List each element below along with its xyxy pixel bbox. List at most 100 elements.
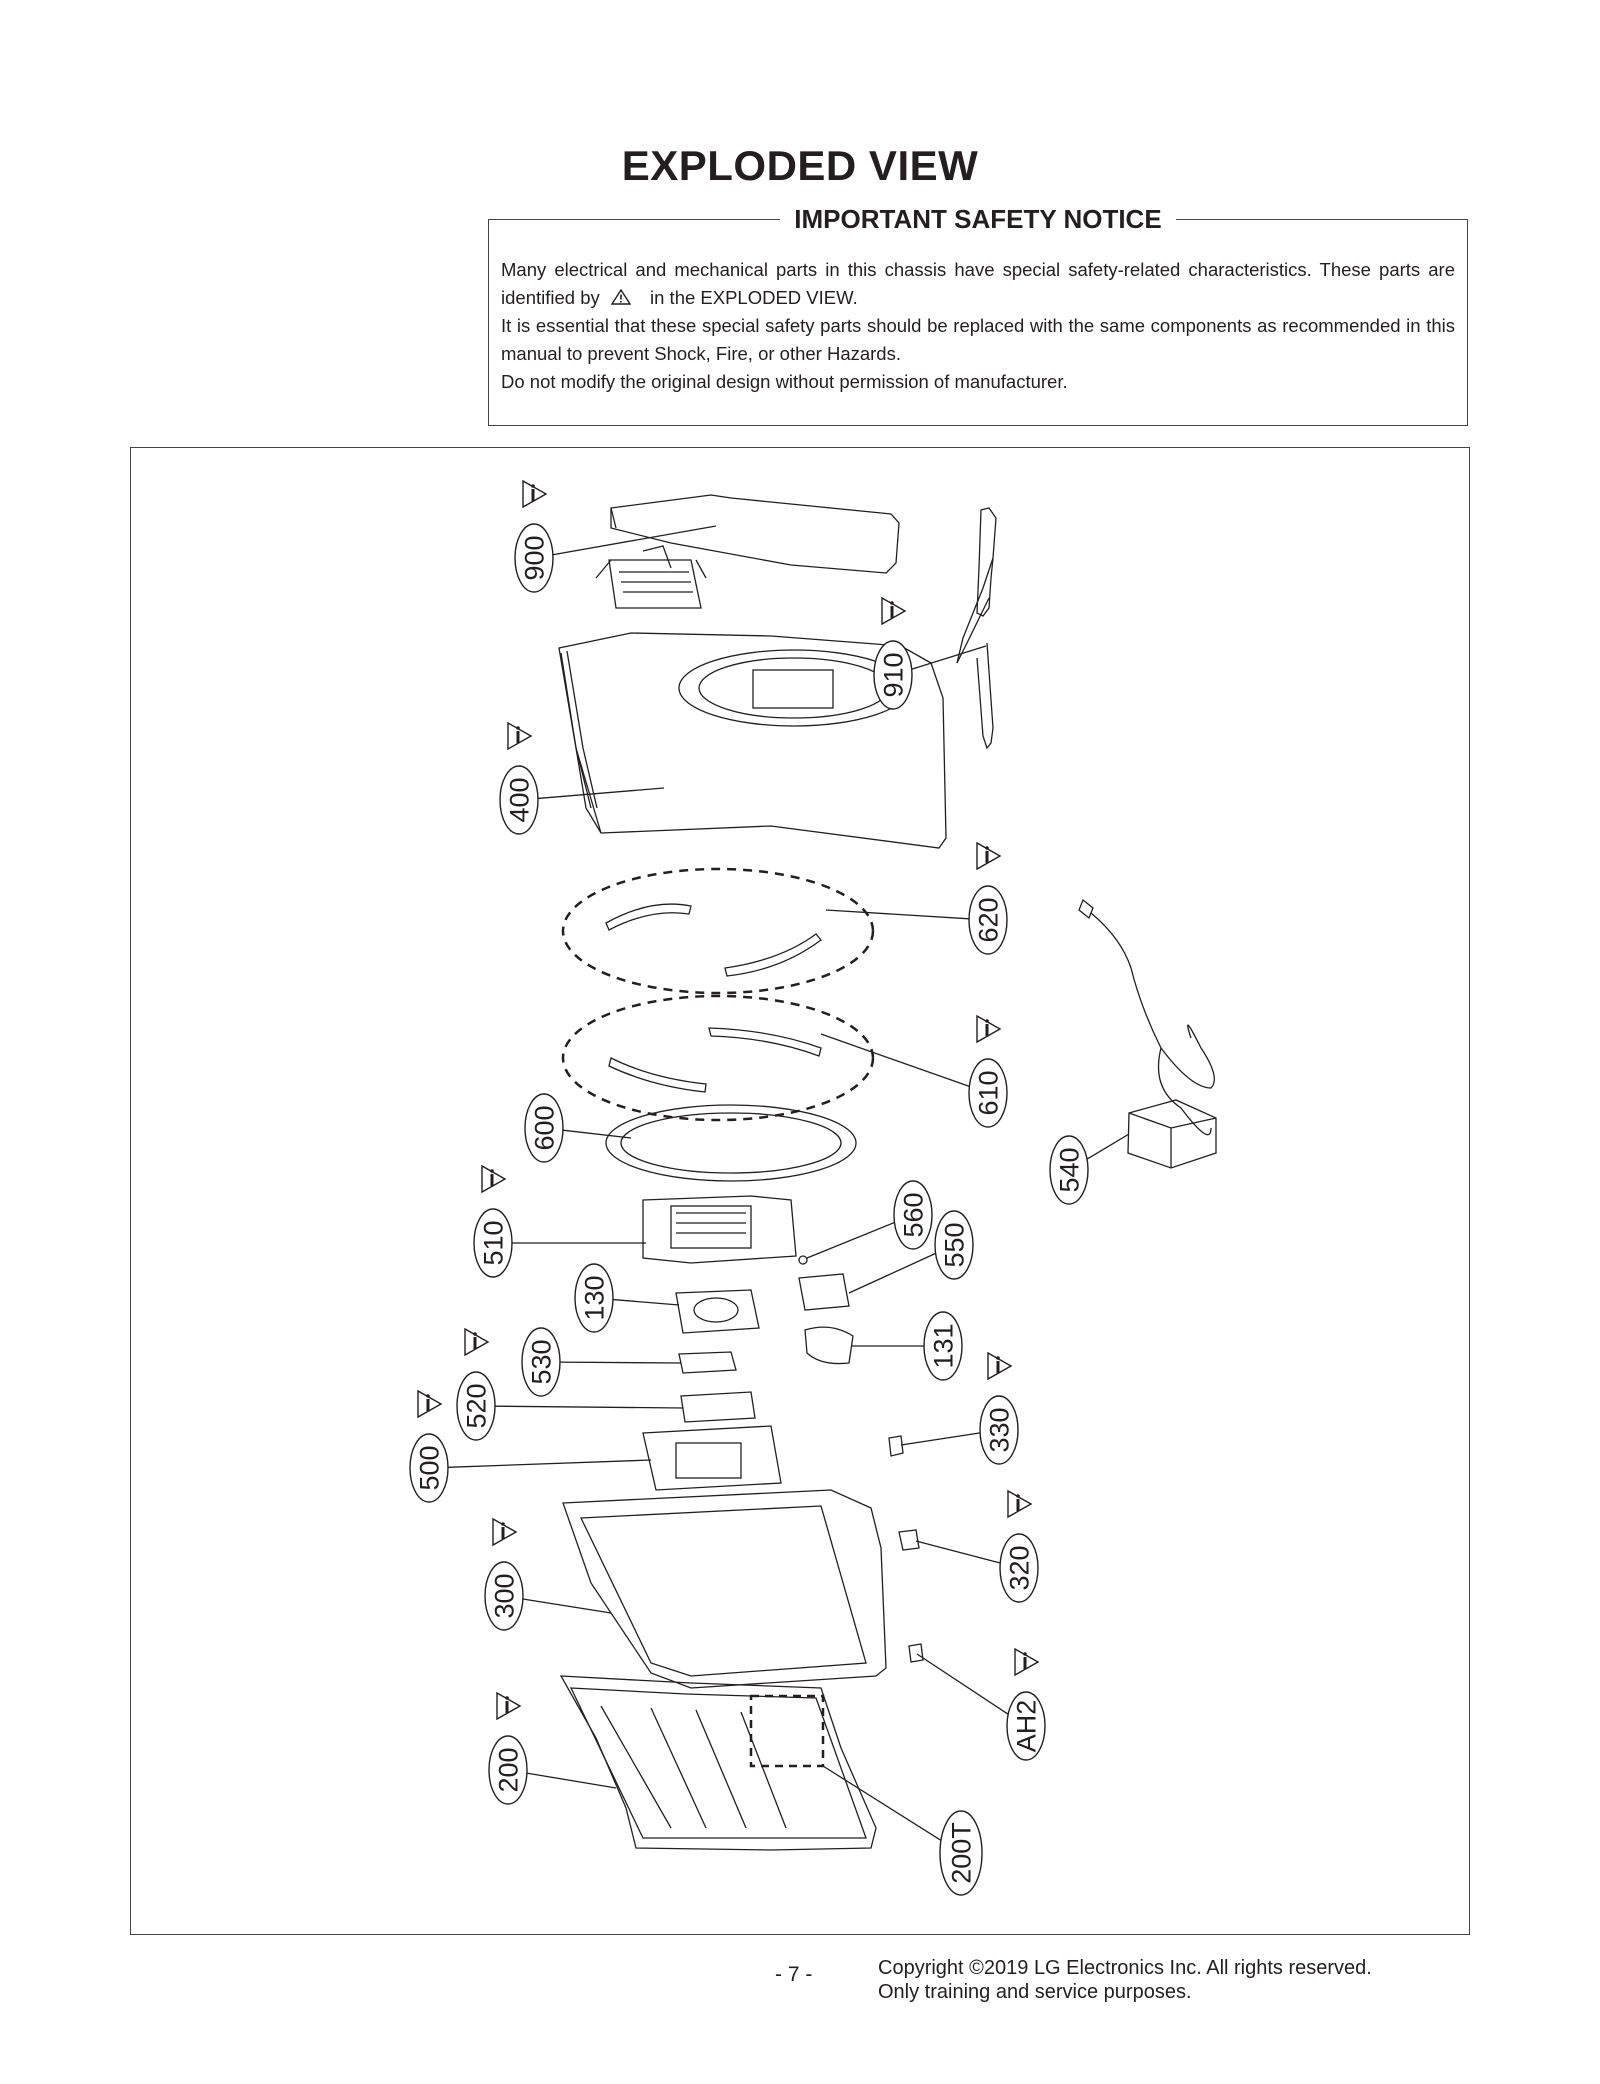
callout-oval	[521, 1327, 561, 1397]
leader-line-600	[562, 1129, 632, 1139]
callout-540: 540	[1049, 1135, 1089, 1205]
warning-triangle-icon	[492, 1517, 518, 1547]
page-title: EXPLODED VIEW	[621, 142, 979, 189]
callout-oval	[923, 1311, 963, 1381]
leader-line-910	[910, 645, 987, 670]
callout-label: 610	[974, 1070, 1004, 1115]
callout-oval	[939, 1810, 983, 1896]
warning-triangle-icon	[1014, 1647, 1040, 1677]
ring-610-dashed	[561, 994, 875, 1122]
callout-900: 900	[514, 479, 554, 593]
callout-510: 510	[473, 1164, 513, 1278]
safety-notice-body: Many electrical and mechanical parts in …	[501, 256, 1455, 396]
page-number: - 7 -	[775, 1963, 813, 1986]
callout-620: 620	[968, 841, 1008, 955]
exploded-view-drawing: 9009104006206106005405105605501301315305…	[409, 479, 1217, 1896]
callout-oval	[409, 1433, 449, 1503]
part-330	[888, 1435, 904, 1457]
board-530-part	[678, 1351, 737, 1374]
callout-label: 550	[940, 1222, 970, 1267]
callout-label: AH2	[1012, 1700, 1042, 1753]
callout-label: 910	[879, 652, 909, 697]
callout-label: 130	[580, 1275, 610, 1320]
leader-line-520	[494, 1405, 684, 1409]
callout-530: 530	[521, 1327, 561, 1397]
warning-triangle-icon	[417, 1389, 443, 1419]
warning-triangle-icon	[464, 1327, 490, 1357]
safety-notice-heading-text: IMPORTANT SAFETY NOTICE	[780, 204, 1176, 234]
part-320	[898, 1529, 920, 1551]
callout-oval	[979, 1395, 1019, 1465]
callout-400: 400	[499, 721, 539, 835]
warning-triangle-icon	[976, 841, 1002, 871]
callout-oval	[514, 523, 554, 593]
leader-line-560	[806, 1221, 896, 1259]
stand-base-part	[595, 494, 900, 609]
stand-arm-part	[956, 507, 997, 750]
leader-line-620	[825, 909, 970, 920]
notice-paragraph-1: Many electrical and mechanical parts in …	[501, 256, 1455, 312]
warning-triangle-icon	[610, 289, 631, 305]
leader-line-300	[522, 1598, 612, 1614]
callout-200: 200	[488, 1691, 528, 1805]
callout-label: 600	[530, 1105, 560, 1150]
copyright-block: Copyright ©2019 LG Electronics Inc. All …	[878, 1956, 1372, 2004]
board-520-part	[680, 1391, 756, 1423]
callout-200t: 200T	[939, 1810, 983, 1896]
callout-label: 400	[505, 777, 535, 822]
callout-label: 510	[479, 1220, 509, 1265]
callout-500: 500	[409, 1389, 449, 1503]
callout-label: 530	[527, 1339, 557, 1384]
callout-oval	[574, 1263, 614, 1333]
notice-line-2: It is essential that these special safet…	[501, 315, 1455, 364]
callout-610: 610	[968, 1014, 1008, 1128]
part-ah2	[908, 1643, 924, 1663]
callout-label: 560	[899, 1192, 929, 1237]
callout-330: 330	[979, 1351, 1019, 1465]
safety-notice-heading: IMPORTANT SAFETY NOTICE	[489, 204, 1467, 235]
warning-triangle-icon	[481, 1164, 507, 1194]
leader-line-330	[900, 1432, 981, 1446]
callout-label: 300	[490, 1573, 520, 1618]
callout-oval	[456, 1371, 496, 1441]
leader-line-200t	[822, 1765, 944, 1843]
callout-label: 200	[494, 1747, 524, 1792]
callout-label: 900	[520, 535, 550, 580]
callout-ah2: AH2	[1006, 1647, 1046, 1761]
callout-oval	[968, 885, 1008, 955]
power-adapter-part	[1078, 898, 1217, 1169]
callout-oval	[999, 1533, 1039, 1603]
callout-520: 520	[456, 1327, 496, 1441]
callout-oval	[1006, 1691, 1046, 1761]
warning-triangle-icon	[507, 721, 533, 751]
callout-label: 540	[1055, 1147, 1085, 1192]
callout-oval	[499, 765, 539, 835]
callout-oval	[968, 1058, 1008, 1128]
leader-line-550	[848, 1252, 937, 1294]
part-131	[804, 1326, 854, 1365]
callout-label: 520	[462, 1383, 492, 1428]
ring-620-dashed	[561, 867, 875, 995]
display-panel-part	[559, 1675, 877, 1851]
leader-line-540	[1084, 1133, 1130, 1161]
middle-cabinet-part	[562, 1489, 887, 1689]
callout-oval	[1049, 1135, 1089, 1205]
leader-line-900	[552, 525, 717, 556]
leader-line-ah2	[916, 1653, 1011, 1717]
callout-label: 620	[974, 897, 1004, 942]
callout-910: 910	[873, 596, 913, 710]
callout-oval	[873, 640, 913, 710]
callout-label: 500	[415, 1445, 445, 1490]
notice-line-1a: Many electrical and mechanical parts in …	[501, 259, 1455, 308]
fan-part	[675, 1289, 760, 1334]
callout-label: 320	[1005, 1545, 1035, 1590]
callout-300: 300	[484, 1517, 524, 1631]
leader-line-400	[537, 787, 665, 800]
callout-label: 330	[985, 1407, 1015, 1452]
bracket-550-part	[798, 1273, 850, 1311]
warning-triangle-icon	[496, 1691, 522, 1721]
leader-line-610	[820, 1033, 971, 1088]
callout-600: 600	[524, 1093, 564, 1163]
callout-oval	[473, 1208, 513, 1278]
